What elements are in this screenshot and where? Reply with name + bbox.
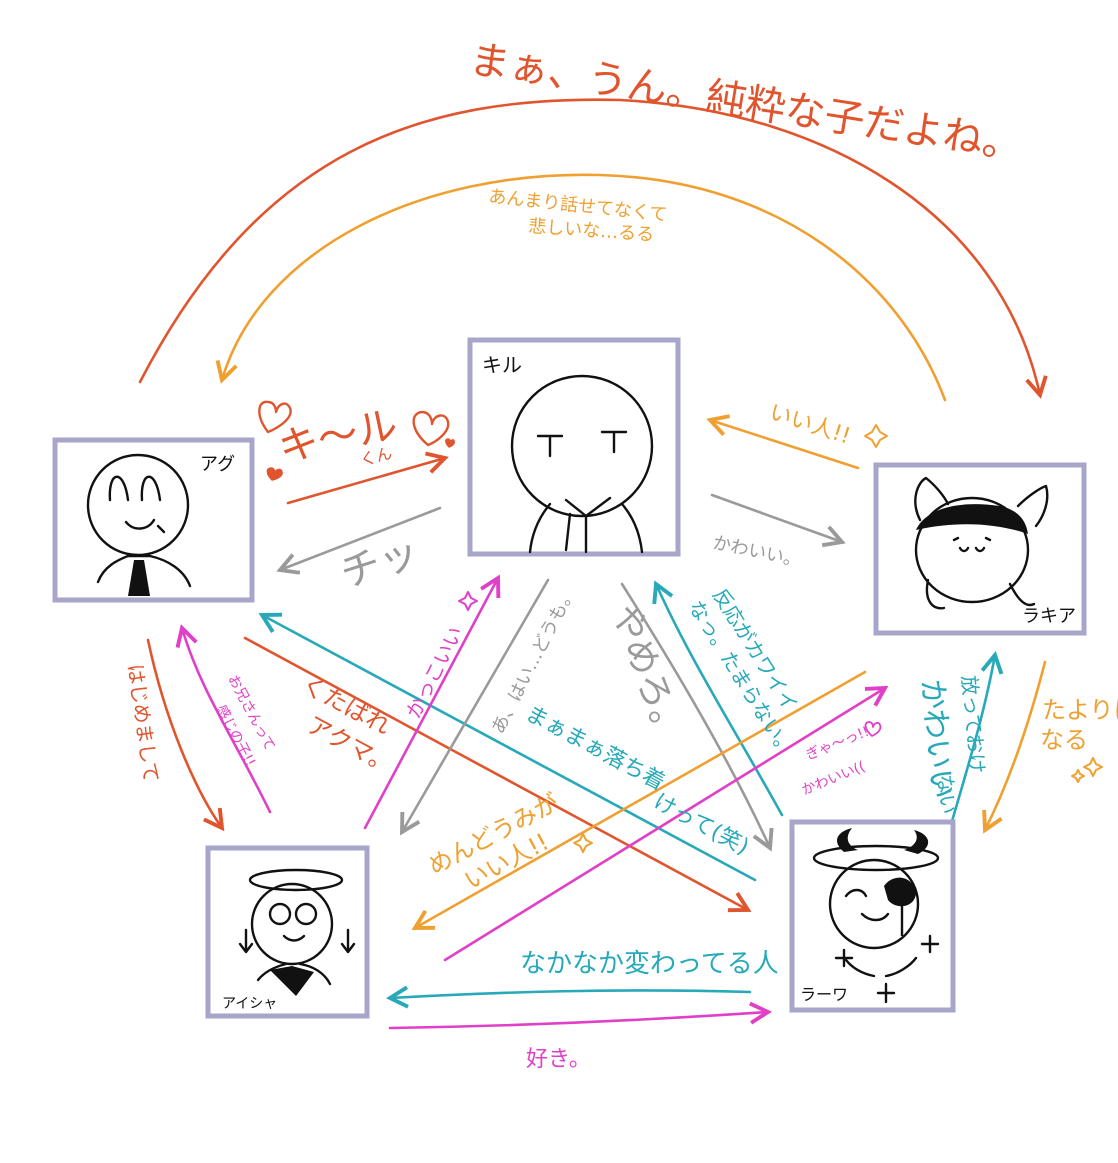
sparkle-icon xyxy=(1071,769,1085,783)
node-rakwa-frame xyxy=(789,819,956,1013)
arrow-aisha-to-agu xyxy=(182,628,272,814)
arrow-rakwa-to-aisha xyxy=(390,990,752,998)
arrow-aisha-to-kiru xyxy=(363,578,498,830)
rakwa-eye-icon xyxy=(884,877,916,907)
node-rakia-frame xyxy=(873,462,1087,636)
rakia-face-icon xyxy=(914,476,1049,610)
label-rakwa-to-rakia-b-line2: ない xyxy=(933,773,960,815)
label-aisha-to-rakia-line2: かわいい(( xyxy=(800,759,868,799)
sparkle-icon xyxy=(1083,757,1103,777)
arrow-kiru-to-aisha xyxy=(402,578,550,832)
agu-face-icon xyxy=(86,453,192,588)
label-rakwa-to-aisha: なかなか変わってる人 xyxy=(520,949,779,979)
aisha-face-icon xyxy=(238,868,356,986)
heart-icon xyxy=(445,438,455,448)
label-aisha-to-rakia-line1: ぎゃ〜っ!! xyxy=(804,724,872,764)
rakwa-right-horn-icon xyxy=(904,830,929,854)
arrow-rakia-to-rakwa xyxy=(985,660,1047,830)
sparkle-icon xyxy=(573,833,593,853)
arrow-agu-to-rakia xyxy=(138,98,1040,395)
rakia-hat-icon xyxy=(916,504,1028,534)
arrow-rakia-to-kiru xyxy=(710,420,860,470)
node-rakia-name: ラキア xyxy=(1022,606,1076,627)
heart-icon xyxy=(412,410,450,447)
arrow-agu-to-rakwa xyxy=(243,636,748,910)
node-rakwa: ラーワ xyxy=(789,819,956,1013)
arrow-rakwa-to-rakia xyxy=(948,655,995,830)
node-agu-name: アグ xyxy=(200,454,235,475)
node-kiru: キル xyxy=(467,337,681,557)
label-rakia-to-rakwa-line1: たよりに xyxy=(1042,696,1118,724)
node-aisha-frame xyxy=(205,845,370,1019)
rakwa-face-icon xyxy=(812,844,940,1004)
aisha-collar-icon xyxy=(270,966,314,996)
arrow-aisha-to-rakia xyxy=(443,688,885,962)
label-kiru-to-rakia: かわいい。 xyxy=(711,532,803,571)
node-kiru-name: キル xyxy=(482,353,522,377)
label-kiru-to-agu: チッ xyxy=(335,529,425,597)
agu-tie-icon xyxy=(128,560,150,596)
decorations xyxy=(258,400,1103,853)
label-rakia-to-rakwa-line2: なる xyxy=(1040,726,1088,754)
node-aisha: アイシャ xyxy=(205,845,370,1019)
sparkle-icon xyxy=(458,591,478,611)
kiru-face-icon xyxy=(510,374,654,554)
heart-icon xyxy=(266,467,283,481)
arrows xyxy=(138,98,1047,1030)
node-agu: アグ xyxy=(52,437,255,603)
arrow-kiru-to-rakia xyxy=(710,493,842,542)
arrow-kiru-to-agu xyxy=(280,506,442,570)
arrow-rakwa-to-kiru xyxy=(656,584,784,817)
arrow-aisha-to-rakwa xyxy=(388,1012,768,1030)
heart-icon xyxy=(864,721,882,737)
arrow-kiru-to-rakwa xyxy=(620,582,770,848)
node-aisha-name: アイシャ xyxy=(222,996,277,1012)
node-rakia: ラキア xyxy=(873,462,1087,636)
arrow-agu-to-kiru xyxy=(286,458,445,505)
arrow-agu-to-aisha xyxy=(146,638,222,828)
rakwa-left-horn-icon xyxy=(837,828,858,852)
node-rakwa-name: ラーワ xyxy=(800,985,848,1004)
label-top-arc: まぁ、うん。純粋な子だよね。 xyxy=(466,36,1026,169)
label-aisha-to-rakwa: 好き。 xyxy=(526,1047,591,1072)
arrow-rakia-to-aisha xyxy=(415,670,867,928)
heart-icon xyxy=(258,400,292,434)
sparkle-icon xyxy=(864,424,888,448)
label-rakwa-to-rakia-b-line1: 放っておけ xyxy=(957,674,989,774)
arrow-rakwa-to-agu xyxy=(262,615,757,882)
arrow-rakia-to-agu xyxy=(222,173,947,402)
